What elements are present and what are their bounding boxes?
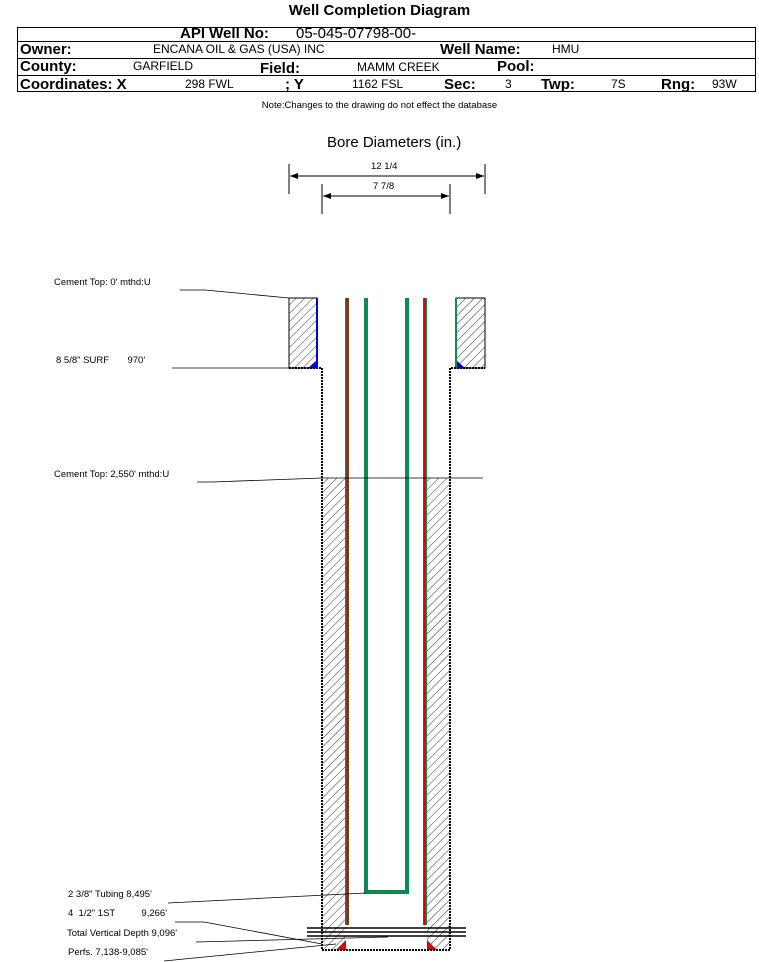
rng-label: Rng: <box>661 76 696 93</box>
note: Note:Changes to the drawing do not effec… <box>261 100 498 111</box>
leader-lines <box>163 289 483 962</box>
divider <box>17 41 756 42</box>
surface-casing-label: 8 5/8" SURF 970' <box>56 355 146 366</box>
perfs-label: Perfs. 7,138-9,085' <box>68 947 148 958</box>
api-label: API Well No: <box>180 25 269 42</box>
twp-value: 7S <box>611 77 626 91</box>
production-casing-label: 4 1/2" 1ST 9,266' <box>68 908 168 919</box>
production-cement <box>322 478 450 950</box>
field-value: MAMM CREEK <box>357 60 440 74</box>
bore-2-label: 7 7/8 <box>373 181 395 192</box>
api-value: 05-045-07798-00- <box>296 25 417 42</box>
tvd-label: Total Vertical Depth 9,096' <box>67 928 178 939</box>
well-name-value: HMU <box>552 42 580 56</box>
county-label: County: <box>20 58 77 75</box>
owner-label: Owner: <box>20 41 72 58</box>
borehole-wall <box>289 367 485 951</box>
pool-label: Pool: <box>497 58 535 75</box>
sec-label: Sec: <box>444 76 476 93</box>
page-title: Well Completion Diagram <box>288 2 471 19</box>
surface-cement <box>288 297 486 369</box>
coord-x-label: Coordinates: X <box>20 76 127 93</box>
tubing-label: 2 3/8" Tubing 8,495' <box>68 889 152 900</box>
county-value: GARFIELD <box>133 59 194 73</box>
bore-1-label: 12 1/4 <box>371 161 398 172</box>
tubing <box>364 298 409 894</box>
owner-value: ENCANA OIL & GAS (USA) INC <box>153 42 325 56</box>
divider <box>17 75 756 76</box>
field-label: Field: <box>260 60 300 77</box>
well-name-label: Well Name: <box>440 41 521 58</box>
rng-value: 93W <box>712 77 737 91</box>
cement-top-1-label: Cement Top: 0' mthd:U <box>54 277 151 288</box>
coord-x-value: 298 FWL <box>185 77 234 91</box>
header-table <box>17 27 756 92</box>
coord-y-label: ; Y <box>285 76 304 93</box>
tvd-lines <box>307 927 466 937</box>
coord-y-value: 1162 FSL <box>352 77 404 91</box>
cement-top-2-label: Cement Top: 2,550' mthd:U <box>54 469 170 480</box>
sec-value: 3 <box>505 77 512 91</box>
bore-dimensions <box>288 164 486 214</box>
twp-label: Twp: <box>541 76 575 93</box>
bore-title: Bore Diameters (in.) <box>327 134 462 151</box>
divider <box>17 58 756 59</box>
production-casing <box>345 298 427 925</box>
